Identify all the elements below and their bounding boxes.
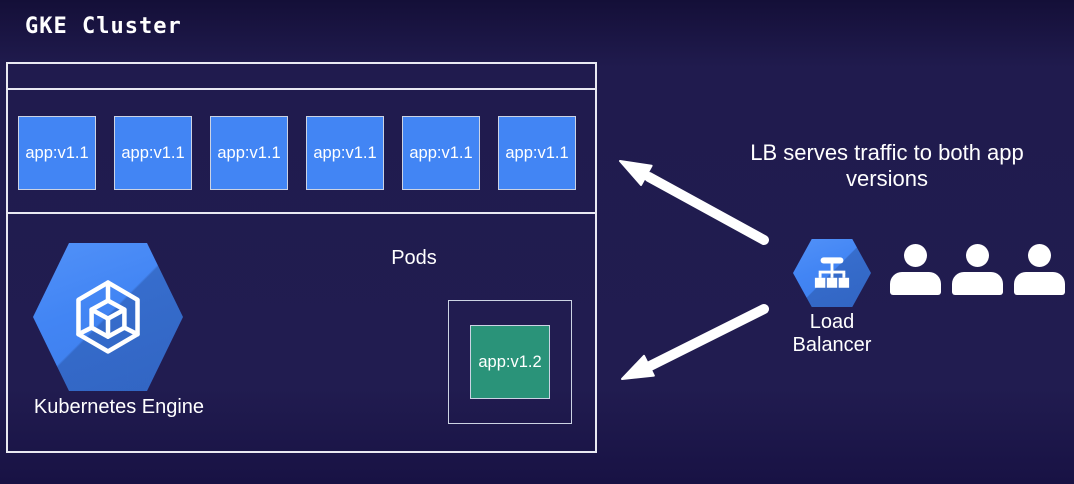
user-icon: [952, 244, 1003, 295]
arrow-to-new-pod-shaft: [645, 304, 769, 371]
user-torso: [952, 272, 1003, 295]
pod-v1-2: app:v1.2: [470, 325, 550, 399]
pod-label: app:v1.1: [313, 143, 377, 162]
user-head: [904, 244, 927, 267]
load-balancer-hexagon-icon: [793, 239, 871, 307]
user-torso: [890, 272, 941, 295]
pods-row: app:v1.1 app:v1.1 app:v1.1 app:v1.1 app:…: [18, 116, 576, 190]
pod-label: app:v1.1: [217, 143, 281, 162]
pod-label: app:v1.1: [409, 143, 473, 162]
pod-v1-1: app:v1.1: [498, 116, 576, 190]
cluster-top-divider: [8, 88, 595, 90]
load-balancer-tree-icon: [814, 256, 850, 288]
user-head: [966, 244, 989, 267]
pod-label: app:v1.1: [505, 143, 569, 162]
user-icon: [1014, 244, 1065, 295]
pod-v1-1: app:v1.1: [402, 116, 480, 190]
pod-v1-1: app:v1.1: [18, 116, 96, 190]
pod-v1-1: app:v1.1: [114, 116, 192, 190]
gke-cluster-box: app:v1.1 app:v1.1 app:v1.1 app:v1.1 app:…: [6, 62, 597, 453]
load-balancer-label-line2: Balancer: [792, 334, 872, 356]
new-pod-container: app:v1.2: [448, 300, 572, 424]
cluster-mid-divider: [8, 212, 595, 214]
pod-label: app:v1.2: [478, 352, 542, 371]
arrow-to-pods-head: [619, 160, 653, 186]
page-title: GKE Cluster: [25, 14, 182, 39]
user-torso: [1014, 272, 1065, 295]
kubernetes-engine-hexagon-icon: [33, 243, 183, 391]
gke-cube-icon: [76, 280, 140, 354]
user-head: [1028, 244, 1051, 267]
user-icon: [890, 244, 941, 295]
pod-v1-1: app:v1.1: [306, 116, 384, 190]
users-group: [890, 244, 1065, 295]
pod-label: app:v1.1: [121, 143, 185, 162]
arrow-to-new-pod-head: [621, 354, 655, 380]
load-balancer-label: Load Balancer: [770, 311, 894, 357]
pods-label: Pods: [391, 247, 437, 269]
load-balancer-label-line1: Load: [809, 311, 855, 333]
kubernetes-engine-label: Kubernetes Engine: [33, 396, 205, 418]
lb-annotation: LB serves traffic to both app versions: [750, 140, 1024, 191]
pod-label: app:v1.1: [25, 143, 89, 162]
pod-v1-1: app:v1.1: [210, 116, 288, 190]
